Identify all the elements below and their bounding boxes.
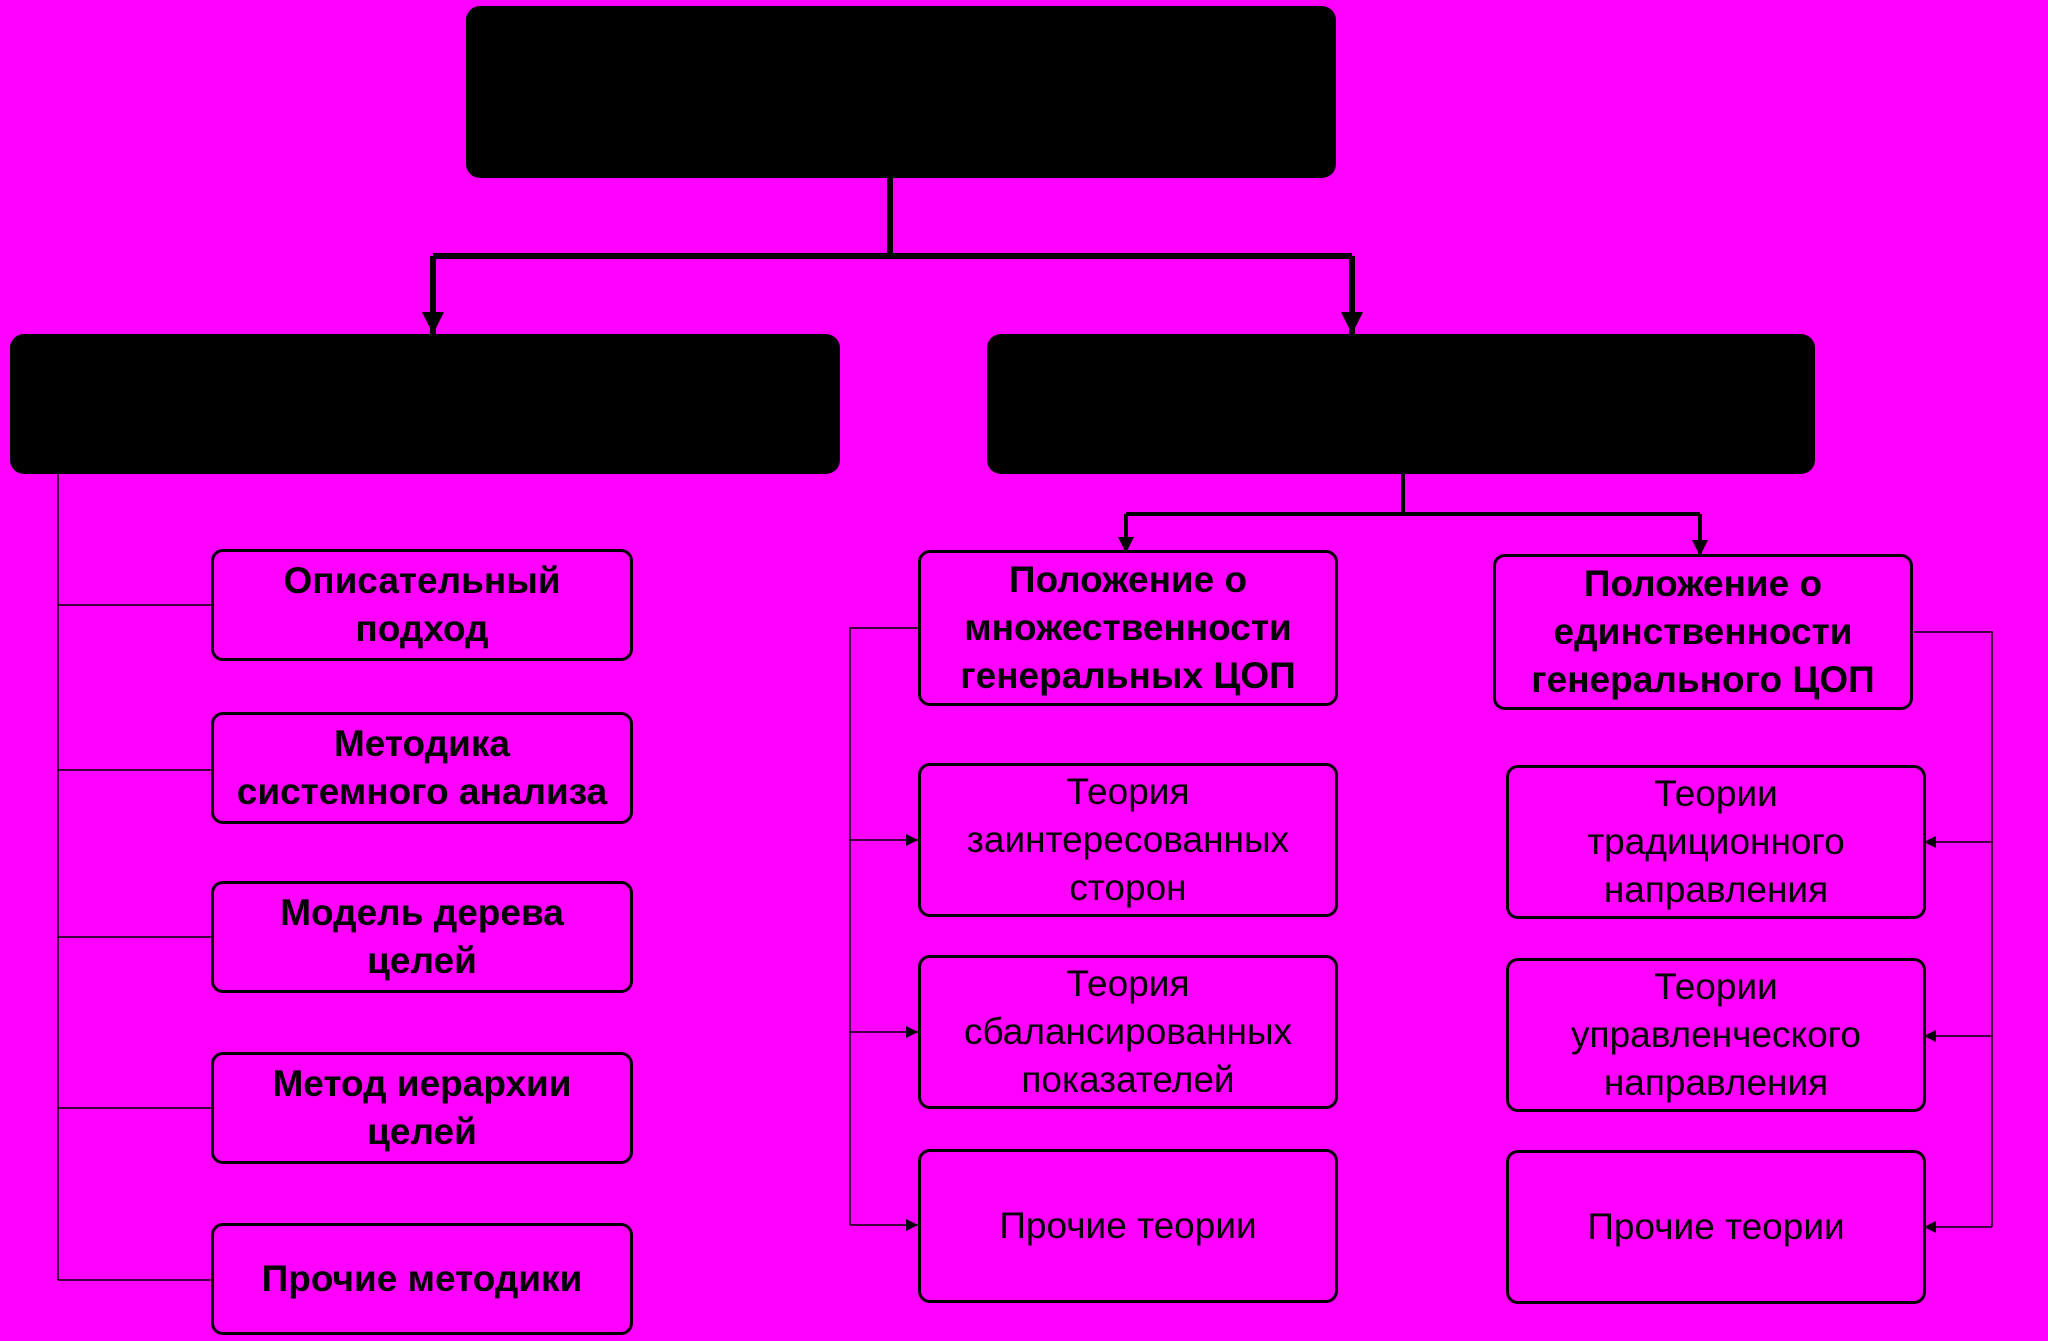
theory-box-managerial: Теории управленческого направления	[1506, 958, 1926, 1112]
uniqueness-bracket	[1914, 631, 1993, 1233]
theory-label: Теории традиционного направления	[1587, 773, 1845, 910]
left-header-box	[10, 334, 840, 474]
theory-label: Прочие теории	[999, 1205, 1257, 1246]
method-label: Методика системного анализа	[236, 723, 608, 812]
methods-bracket	[57, 472, 211, 1281]
method-label: Модель дерева целей	[280, 892, 564, 981]
position-box-uniqueness: Положение о единственности генерального …	[1493, 554, 1913, 710]
theory-box-traditional: Теории традиционного направления	[1506, 765, 1926, 919]
method-label: Прочие методики	[261, 1258, 583, 1299]
theory-box-stakeholders: Теория заинтересованных сторон	[918, 763, 1338, 917]
right-header-box	[987, 334, 1815, 474]
method-box-system-analysis: Методика системного анализа	[211, 712, 633, 824]
theory-box-other-plurality: Прочие теории	[918, 1149, 1338, 1303]
theory-label: Теории управленческого направления	[1571, 966, 1861, 1103]
theory-label: Теория заинтересованных сторон	[966, 771, 1290, 908]
method-label: Описательный подход	[283, 560, 561, 649]
theory-box-balanced-scorecard: Теория сбалансированных показателей	[918, 955, 1338, 1109]
theory-label: Прочие теории	[1587, 1206, 1845, 1247]
top-connector	[422, 178, 1363, 334]
positions-connector	[1118, 472, 1708, 556]
theory-box-other-uniqueness: Прочие теории	[1506, 1150, 1926, 1304]
method-box-descriptive: Описательный подход	[211, 549, 633, 661]
method-box-goal-tree: Модель дерева целей	[211, 881, 633, 993]
position-label: Положение о множественности генеральных …	[960, 559, 1296, 696]
top-header-box	[466, 6, 1336, 178]
method-box-goal-hierarchy: Метод иерархии целей	[211, 1052, 633, 1164]
theory-label: Теория сбалансированных показателей	[963, 963, 1293, 1100]
position-box-plurality: Положение о множественности генеральных …	[918, 550, 1338, 706]
position-label: Положение о единственности генерального …	[1531, 563, 1875, 700]
plurality-bracket	[849, 627, 918, 1231]
method-box-other: Прочие методики	[211, 1223, 633, 1335]
method-label: Метод иерархии целей	[272, 1063, 572, 1152]
